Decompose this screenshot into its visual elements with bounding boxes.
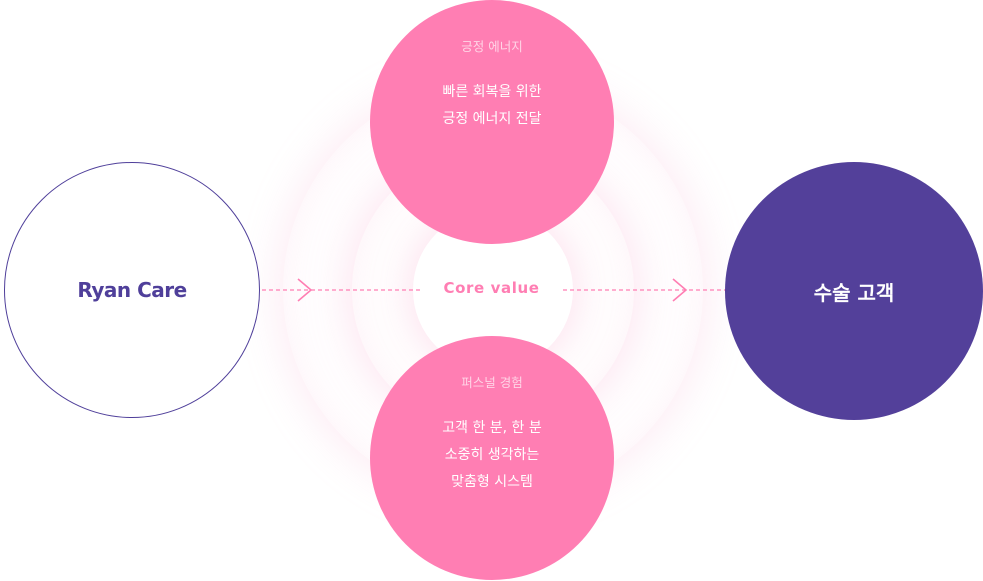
positive-energy-line: 빠른 회복을 위한 [442, 84, 542, 100]
personal-experience-line: 맞춤형 시스템 [451, 474, 533, 490]
positive-energy-text: 빠른 회복을 위한 긍정 에너지 전달 [442, 79, 541, 133]
positive-energy-caption: 긍정 에너지 [461, 39, 523, 54]
core-value-label: Core value [420, 279, 563, 301]
ryan-care-circle: Ryan Care [4, 162, 260, 418]
personal-experience-line: 고객 한 분, 한 분 [442, 420, 542, 436]
positive-energy-line: 긍정 에너지 전달 [442, 111, 542, 127]
personal-experience-text: 고객 한 분, 한 분 소중히 생각하는 맞춤형 시스템 [442, 415, 542, 496]
personal-experience-circle: 퍼스널 경험 고객 한 분, 한 분 소중히 생각하는 맞춤형 시스템 [370, 336, 614, 580]
ryan-care-label: Ryan Care [77, 278, 187, 302]
surgery-customer-label: 수술 고객 [813, 280, 895, 305]
personal-experience-caption: 퍼스널 경험 [461, 375, 523, 390]
chevron-right-icon [297, 278, 313, 302]
surgery-customer-circle: 수술 고객 [725, 162, 983, 420]
positive-energy-circle: 긍정 에너지 빠른 회복을 위한 긍정 에너지 전달 [370, 0, 614, 244]
personal-experience-line: 소중히 생각하는 [444, 447, 540, 463]
chevron-right-icon [672, 278, 688, 302]
